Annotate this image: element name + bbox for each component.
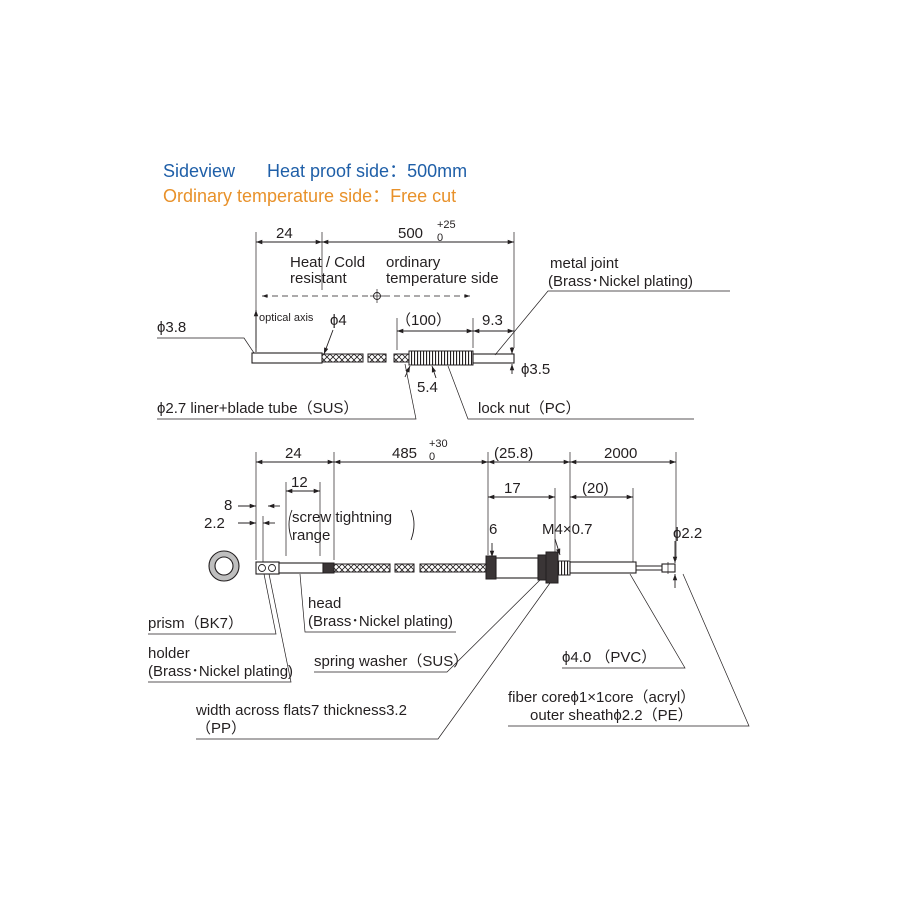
top-hatched-1 xyxy=(321,353,364,363)
bottom-prism-circle xyxy=(258,564,266,572)
top-dim-5-4: 5.4 xyxy=(417,379,438,396)
bottom-dim-20: (20) xyxy=(582,480,609,497)
top-region-ord-2: temperature side xyxy=(386,270,499,287)
bottom-dim-25-8: (25.8) xyxy=(494,445,533,462)
bottom-dim-6: 6 xyxy=(489,521,497,538)
header-ordinary-side: Ordinary temperature side：Free cut xyxy=(163,186,456,206)
bottom-callout-fiber-2: outer sheathϕ2.2（PE） xyxy=(530,707,693,724)
top-dim-9-3: 9.3 xyxy=(482,312,503,329)
bottom-screw-range-2: range xyxy=(292,527,330,544)
bottom-tol-lower: 0 xyxy=(429,451,435,463)
bottom-screw-range-1: screw tightning xyxy=(292,509,392,526)
bottom-callout-head-2: (Brass･Nickel plating) xyxy=(308,613,453,630)
bottom-callout-head-1: head xyxy=(308,595,341,612)
top-hatched-2 xyxy=(367,353,387,363)
bottom-dim-8: 8 xyxy=(224,497,232,514)
bottom-washer xyxy=(537,554,547,581)
top-region-ord-1: ordinary xyxy=(386,254,441,271)
bottom-thread xyxy=(557,560,571,576)
header-sideview: Sideview xyxy=(163,161,236,181)
bottom-phi2-2: ϕ2.2 xyxy=(673,525,702,542)
top-callout-metal-joint-2: (Brass･Nickel plating) xyxy=(548,273,693,290)
bottom-head xyxy=(278,562,324,574)
bottom-callout-holder-2: (Brass･Nickel plating) xyxy=(148,663,293,680)
header-heat-proof-side: Heat proof side：500mm xyxy=(267,161,467,181)
top-phi3-8: ϕ3.8 xyxy=(157,319,186,336)
top-region-heat-2: resistant xyxy=(290,270,348,287)
bottom-hatched-3 xyxy=(419,563,489,573)
bottom-fiber-end xyxy=(661,563,676,573)
bottom-joint-body xyxy=(495,557,539,579)
top-dim-100: （100） xyxy=(396,312,451,329)
bottom-callout-holder-1: holder xyxy=(148,645,190,662)
bottom-dim-24: 24 xyxy=(285,445,302,462)
bottom-dim-2000: 2000 xyxy=(604,445,637,462)
top-lock-nut xyxy=(408,350,474,366)
bottom-hex xyxy=(545,551,559,584)
top-tip xyxy=(251,352,323,364)
top-hatched-3 xyxy=(393,353,410,363)
bottom-tol-upper: +30 xyxy=(429,438,448,450)
bottom-callout-width-2: （PP） xyxy=(196,720,246,737)
bottom-pvc-cable xyxy=(569,561,637,574)
bottom-hatched-2 xyxy=(394,563,415,573)
prism-end-view-inner xyxy=(214,556,234,576)
top-optical-axis: optical axis xyxy=(259,312,314,324)
top-tol-upper: +25 xyxy=(437,219,456,231)
top-callout-lock-nut: lock nut（PC） xyxy=(478,400,581,417)
top-metal-joint xyxy=(472,353,515,364)
bottom-dim-2-2: 2.2 xyxy=(204,515,225,532)
bottom-callout-fiber-1: fiber coreϕ1×1core（acryl） xyxy=(508,689,695,706)
bottom-hatched-1 xyxy=(333,563,391,573)
bottom-callout-width-1: width across flats7 thickness3.2 xyxy=(195,702,407,719)
top-dim-500: 500 xyxy=(398,225,423,242)
top-callout-liner: ϕ2.7 liner+blade tube（SUS） xyxy=(157,400,358,417)
bottom-callout-spring-washer: spring washer（SUS） xyxy=(314,653,468,670)
top-phi3-5: ϕ3.5 xyxy=(521,361,550,378)
top-phi4: ϕ4 xyxy=(330,312,347,329)
bottom-callout-phi4-pvc: ϕ4.0 （PVC） xyxy=(562,649,656,666)
bottom-dim-17: 17 xyxy=(504,480,521,497)
top-view: 24 500 +25 0 Heat / Cold resistant ordin… xyxy=(157,219,730,420)
top-tol-lower: 0 xyxy=(437,232,443,244)
bottom-nut xyxy=(485,555,497,580)
bottom-callout-prism: prism（BK7） xyxy=(148,615,243,632)
top-callout-metal-joint-1: metal joint xyxy=(550,255,619,272)
bottom-dim-12: 12 xyxy=(291,474,308,491)
top-dim-24: 24 xyxy=(276,225,293,242)
bottom-view: 24 485 +30 0 (25.8) 2000 12 17 (20) 8 2.… xyxy=(148,438,750,740)
top-region-heat-1: Heat / Cold xyxy=(290,254,365,271)
bottom-m4: M4×0.7 xyxy=(542,521,592,538)
header: Sideview Heat proof side：500mm Ordinary … xyxy=(163,161,467,206)
bottom-dim-485: 485 xyxy=(392,445,417,462)
